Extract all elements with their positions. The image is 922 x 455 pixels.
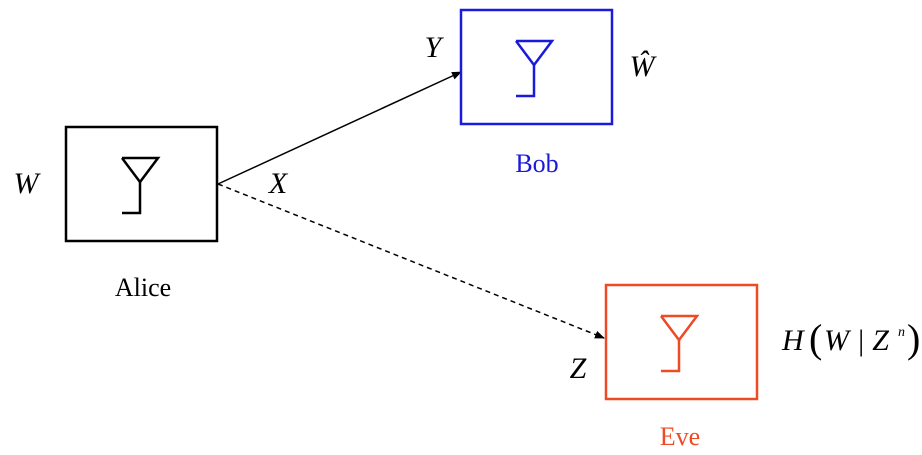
- eve-label: Eve: [660, 422, 700, 451]
- equivocation-superscript: n: [898, 325, 905, 340]
- bob-label: Bob: [515, 149, 558, 178]
- bob-input-symbol: Y: [425, 31, 445, 64]
- alice-to-eve-edge: [217, 183, 605, 339]
- equivocation-expression: H ( W | Z n ): [781, 316, 920, 361]
- eve-input-symbol: Z: [570, 352, 587, 385]
- bob-node: [459, 8, 614, 126]
- antenna-icon: [660, 314, 700, 373]
- eve-node: [604, 283, 759, 401]
- bob-box: [459, 8, 614, 126]
- equivocation-right-paren: ): [907, 316, 920, 361]
- bob-estimate-symbol: Ŵ: [630, 50, 658, 83]
- alice-to-bob-edge: [217, 71, 462, 185]
- equivocation-argument: W | Z: [824, 324, 889, 357]
- equivocation-left-paren: (: [809, 316, 822, 361]
- equivocation-prefix: H: [781, 324, 806, 357]
- alice-label: Alice: [115, 273, 171, 302]
- antenna-icon: [121, 156, 161, 215]
- antenna-icon: [515, 39, 555, 98]
- alice-box: [64, 125, 219, 243]
- eve-box: [604, 283, 759, 401]
- alice-output-symbol: X: [268, 167, 289, 200]
- alice-input-symbol: W: [14, 167, 42, 200]
- alice-node: [64, 125, 219, 243]
